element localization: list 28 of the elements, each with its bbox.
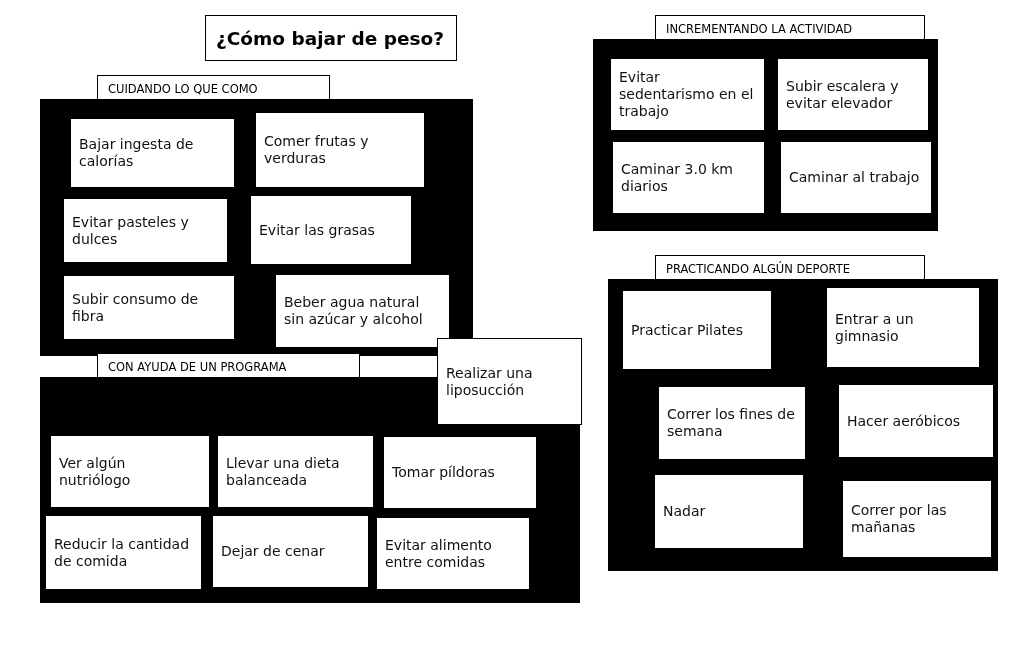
sticky-note: Evitar las grasas (250, 195, 412, 265)
group-heading: CON AYUDA DE UN PROGRAMA (97, 353, 360, 377)
sticky-note: Tomar píldoras (383, 436, 537, 509)
title-box: ¿Cómo bajar de peso? (205, 15, 458, 61)
sticky-note: Caminar 3.0 km diarios (612, 141, 765, 214)
sticky-note: Subir consumo de fibra (63, 275, 235, 340)
sticky-note: Evitar sedentarismo en el trabajo (610, 58, 765, 131)
sticky-note: Reducir la cantidad de comida (45, 515, 202, 590)
sticky-note: Comer frutas y verduras (255, 112, 425, 188)
sticky-note: Evitar pasteles y dulces (63, 198, 228, 263)
sticky-note: Bajar ingesta de calorías (70, 118, 235, 188)
sticky-note: Ver algún nutriólogo (50, 435, 210, 508)
sticky-note: Entrar a un gimnasio (826, 287, 980, 368)
sticky-note: Subir escalera y evitar elevador (777, 58, 929, 131)
sticky-note: Nadar (654, 474, 804, 549)
sticky-note: Correr los fines de semana (658, 386, 806, 460)
sticky-note: Hacer aeróbicos (838, 384, 994, 458)
sticky-note: Practicar Pilates (622, 290, 772, 370)
group-heading: PRACTICANDO ALGÚN DEPORTE (655, 255, 925, 279)
sticky-note: Correr por las mañanas (842, 480, 992, 558)
sticky-note: Evitar alimento entre comidas (376, 517, 530, 590)
sticky-note: Caminar al trabajo (780, 141, 932, 214)
sticky-note: Dejar de cenar (212, 515, 369, 588)
group-heading: INCREMENTANDO LA ACTIVIDAD (655, 15, 925, 39)
sticky-note: Beber agua natural sin azúcar y alcohol (275, 274, 450, 348)
group-heading: CUIDANDO LO QUE COMO (97, 75, 330, 99)
sticky-note: Llevar una dieta balanceada (217, 435, 374, 508)
sticky-note: Realizar una liposucción (437, 338, 582, 425)
